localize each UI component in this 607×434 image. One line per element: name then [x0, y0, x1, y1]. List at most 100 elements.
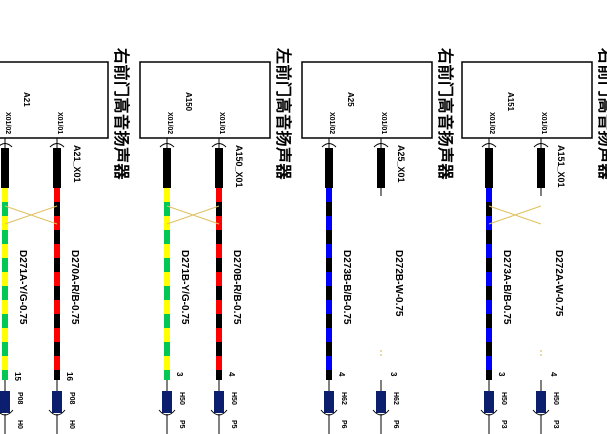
wire-segment	[326, 328, 332, 342]
pin-hook	[373, 143, 389, 148]
component-id: A25	[346, 92, 355, 107]
connector-block	[53, 148, 61, 188]
terminal-tail-label: P6	[392, 420, 399, 429]
wire-segment	[54, 314, 60, 328]
wire-segment	[326, 188, 332, 202]
twist-marker	[4, 205, 58, 225]
wire-segment	[164, 328, 170, 342]
wire-pin-number: 3	[389, 372, 398, 377]
terminal-block	[0, 391, 10, 413]
wire-segment	[54, 244, 60, 258]
terminal-tail-label: P5	[178, 420, 185, 429]
wire-segment	[2, 258, 8, 272]
connector-block	[537, 148, 545, 188]
wire-pin-number: 4	[549, 372, 558, 377]
pin-hook	[533, 143, 549, 148]
component-id: A151	[506, 92, 515, 112]
wire-label: D271B-Y/G-0.75	[179, 250, 190, 325]
wire-segment	[164, 202, 170, 216]
wire-pin-number: 4	[227, 372, 236, 377]
wire-segment	[486, 356, 492, 370]
wire-segment	[486, 342, 492, 356]
panel-a21	[0, 61, 109, 434]
terminal-label: P08	[16, 392, 23, 405]
wire-segment	[486, 202, 492, 216]
wire-segment	[486, 188, 492, 202]
component-id: A21	[22, 92, 31, 107]
component-box	[0, 61, 109, 139]
wire-segment	[326, 356, 332, 370]
pin-hook	[321, 143, 337, 148]
wire-segment	[2, 244, 8, 258]
terminal-block	[536, 391, 546, 413]
pin-hook	[159, 143, 175, 148]
wire-segment	[216, 286, 222, 300]
pin-label: X01/01	[380, 112, 387, 135]
wire-segment	[54, 202, 60, 216]
wire-pin-number: 4	[337, 372, 346, 377]
wire-segment	[54, 342, 60, 356]
wire-segment	[216, 244, 222, 258]
component-id: A150	[184, 92, 193, 112]
wire-pin-number: 3	[175, 372, 184, 377]
terminal-tail-label: P3	[500, 420, 507, 429]
wire-segment	[326, 286, 332, 300]
wire-segment	[486, 286, 492, 300]
terminal-tail-label: P6	[340, 420, 347, 429]
wire-segment	[54, 216, 60, 230]
pin-label: X01/01	[56, 112, 63, 135]
wire-label: D271A-Y/G-0.75	[17, 250, 28, 325]
pin-hook	[49, 143, 65, 148]
wire-segment	[326, 202, 332, 216]
wire-segment	[164, 216, 170, 230]
panel-a25	[301, 61, 433, 434]
wire-segment	[2, 202, 8, 216]
wire-segment	[486, 300, 492, 314]
wire-segment	[54, 272, 60, 286]
wire-segment	[216, 202, 222, 216]
wire-pin-number: 15	[13, 372, 22, 381]
pin-hook	[0, 143, 13, 148]
connector-label: A21_X01	[72, 145, 82, 183]
wire-segment	[216, 230, 222, 244]
wire-segment	[326, 314, 332, 328]
terminal-label: H62	[340, 392, 347, 405]
component-title: 右前门高音扬声器	[436, 48, 453, 181]
wire-segment	[164, 356, 170, 370]
wire-segment	[54, 230, 60, 244]
wire-segment	[326, 216, 332, 230]
wire-label: D273A-B/B-0.75	[501, 250, 512, 325]
connector-label: A151_X01	[556, 145, 566, 188]
wire-segment	[54, 356, 60, 370]
terminal-block	[214, 391, 224, 413]
connector-block	[1, 148, 9, 188]
terminal-label: H50	[178, 392, 185, 405]
panel-a150	[139, 61, 271, 434]
terminal-tail-label: H0	[16, 420, 23, 429]
wire-segment	[486, 244, 492, 258]
wire-segment	[164, 370, 170, 380]
component-box	[461, 61, 593, 139]
wire-segment	[216, 216, 222, 230]
wire-segment	[2, 356, 8, 370]
wire-segment	[216, 188, 222, 202]
wire-segment	[2, 370, 8, 380]
wire-segment	[216, 328, 222, 342]
wire-segment	[326, 370, 332, 380]
terminal-tail-label: H0	[68, 420, 75, 429]
wire-segment	[326, 244, 332, 258]
wire-segment	[2, 216, 8, 230]
wire-segment	[54, 300, 60, 314]
wire-segment	[2, 300, 8, 314]
terminal-label: H62	[392, 392, 399, 405]
connector-label: A150_X01	[234, 145, 244, 188]
wire-segment	[164, 286, 170, 300]
component-title: 右前门高音扬声器	[112, 48, 129, 181]
wire-label: D270B-R/B-0.75	[231, 250, 242, 325]
wire-segment	[164, 188, 170, 202]
wire-segment	[486, 272, 492, 286]
wire-segment	[2, 328, 8, 342]
wire-segment	[164, 300, 170, 314]
pin-label: X01/02	[4, 112, 11, 135]
wire-segment	[216, 370, 222, 380]
